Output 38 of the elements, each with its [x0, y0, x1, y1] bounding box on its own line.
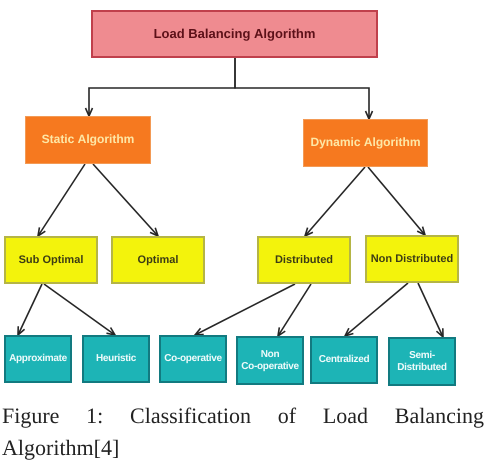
subcategory-box	[111, 236, 205, 284]
arrow	[367, 166, 426, 236]
leaf-box	[236, 336, 304, 385]
arrow	[194, 283, 296, 336]
root-box	[91, 10, 378, 58]
node-label: Co-operative	[164, 353, 222, 365]
node-label: Dynamic Algorithm	[310, 136, 421, 150]
leaf-box	[82, 335, 150, 383]
arrow	[92, 163, 159, 237]
leaf-box	[388, 337, 456, 386]
node-label: Heuristic	[96, 353, 136, 365]
arrow	[344, 282, 409, 337]
node-label: Semi-Distributed	[396, 350, 448, 373]
leaf-box	[159, 335, 227, 383]
figure-caption: Figure 1: Classification of Load Balancing Algorithm[4]	[2, 402, 484, 462]
category-box	[303, 119, 428, 167]
node-label: Centralized	[318, 354, 370, 366]
leaf-box	[4, 335, 72, 383]
node-label: Static Algorithm	[42, 133, 134, 147]
node-label: Distributed	[274, 254, 334, 266]
arrow	[234, 58, 374, 120]
category-box	[25, 116, 151, 164]
arrow	[304, 166, 366, 237]
subcategory-box	[365, 235, 459, 283]
node-label: Non Co-operative	[240, 349, 300, 372]
node-label: Non Distributed	[370, 252, 454, 266]
node-label: Load Balancing Algorithm	[154, 26, 316, 42]
node-label: Sub Optimal	[18, 254, 84, 266]
leaf-box	[310, 336, 378, 384]
arrow	[44, 283, 116, 336]
arrow	[417, 282, 444, 338]
subcategory-box	[257, 236, 351, 284]
subcategory-box	[4, 236, 98, 284]
arrow	[17, 284, 43, 336]
node-label: Approximate	[9, 353, 67, 365]
node-label: Optimal	[138, 254, 178, 266]
arrow	[277, 284, 312, 337]
arrow	[37, 164, 86, 237]
